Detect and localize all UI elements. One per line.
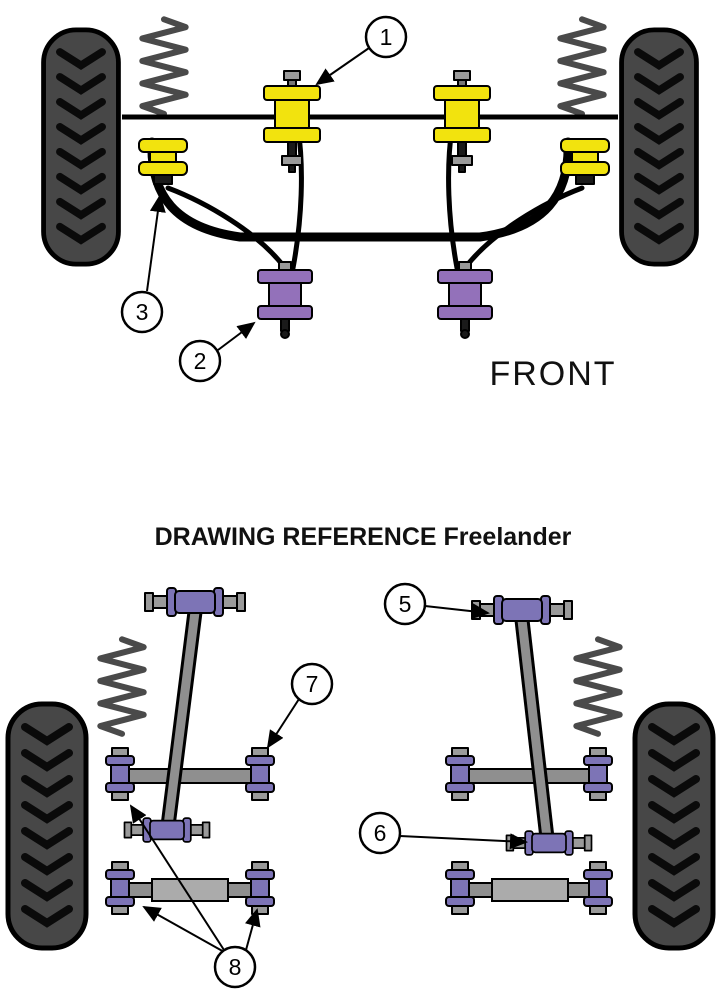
rear-left-upper-link-inner-bush (245, 747, 275, 801)
callout-5-circle (383, 582, 427, 626)
rear-right-lower-link-outer-bush (583, 861, 613, 915)
rear-right-arm-top-bush (471, 595, 573, 625)
rear-left-spring (100, 639, 143, 733)
rear-right-tire (635, 704, 713, 948)
rear-left-tire (8, 704, 86, 948)
front-purple-bushes (257, 261, 493, 339)
yellow-bushes (138, 70, 610, 185)
front-label: FRONT (489, 355, 616, 393)
callout-2: 2 (178, 321, 256, 383)
anti-roll-bar (147, 137, 573, 242)
callout-7-number: 7 (306, 671, 319, 697)
rear-right-lower-link-sleeve (491, 878, 569, 902)
callout-1-arrow (315, 47, 370, 86)
front-mount-bush-left (263, 70, 321, 173)
callout-8-arrow-c (245, 908, 261, 951)
rear-suspension-diagram: 7 8 5 6 (8, 582, 713, 989)
rear-left-lower-link-sleeve (151, 878, 229, 902)
callout-3-arrow (146, 194, 166, 292)
callout-3: 3 (120, 194, 166, 334)
callout-8: 8 (129, 804, 261, 989)
callout-5-number: 5 (399, 591, 412, 617)
rear-right-lower-link-inner-bush (445, 861, 475, 915)
front-right-tire (622, 30, 697, 264)
callout-7-circle (290, 662, 334, 706)
rear-left-lower-link-inner-bush (245, 861, 275, 915)
rear-right-trailing-arm (517, 615, 552, 843)
front-suspension-diagram: 1 3 2 FRONT (44, 15, 697, 393)
front-link-arms (165, 125, 585, 271)
callout-8-number: 8 (229, 954, 242, 980)
rear-right-assembly (445, 595, 713, 948)
front-left-spring (142, 19, 185, 113)
rear-left-arm-bottom-bush (123, 817, 211, 843)
callout-2-circle (178, 339, 222, 383)
callout-8-circle (213, 945, 257, 989)
callout-8-arrow-a (129, 804, 225, 951)
rear-right-arm-bottom-bush (505, 830, 593, 856)
rear-left-lower-link-outer-bush (105, 861, 135, 915)
rear-right-upper-link (457, 768, 603, 784)
rear-right-spring (576, 639, 619, 733)
callout-2-arrow (217, 321, 256, 351)
callout-1-circle (364, 15, 408, 59)
callout-3-circle (120, 290, 164, 334)
callout-5: 5 (383, 582, 490, 626)
front-left-tire (44, 30, 119, 264)
callout-6-circle (358, 811, 402, 855)
front-lower-bush-left (257, 261, 313, 339)
callout-1: 1 (315, 15, 408, 86)
rear-right-upper-link-outer-bush (583, 747, 613, 801)
front-lower-bush-right (437, 261, 493, 339)
front-mount-bush-right (433, 70, 491, 173)
front-right-link-outer (462, 185, 585, 271)
arb-saddle-bush-left (138, 138, 188, 185)
front-left-link-outer (165, 185, 288, 271)
callout-1-number: 1 (380, 24, 393, 50)
callout-6-arrow (399, 833, 528, 850)
front-right-link-inner (446, 125, 460, 271)
callout-6-number: 6 (374, 820, 387, 846)
rear-left-arm-top-bush (144, 587, 246, 617)
rear-left-upper-link (117, 768, 263, 784)
callout-6: 6 (358, 811, 528, 855)
front-right-spring (560, 19, 603, 113)
callout-7-arrow (266, 698, 300, 749)
callout-3-number: 3 (136, 299, 149, 325)
callout-8-arrow-b (142, 906, 227, 954)
callout-2-number: 2 (194, 348, 207, 374)
rear-left-assembly (8, 587, 275, 948)
rear-left-upper-link-outer-bush (105, 747, 135, 801)
callout-5-arrow (424, 603, 490, 620)
callout-7: 7 (266, 662, 334, 749)
drawing-reference-caption: DRAWING REFERENCE Freelander (155, 523, 572, 551)
rear-right-upper-link-inner-bush (445, 747, 475, 801)
rear-left-trailing-arm (163, 607, 200, 831)
